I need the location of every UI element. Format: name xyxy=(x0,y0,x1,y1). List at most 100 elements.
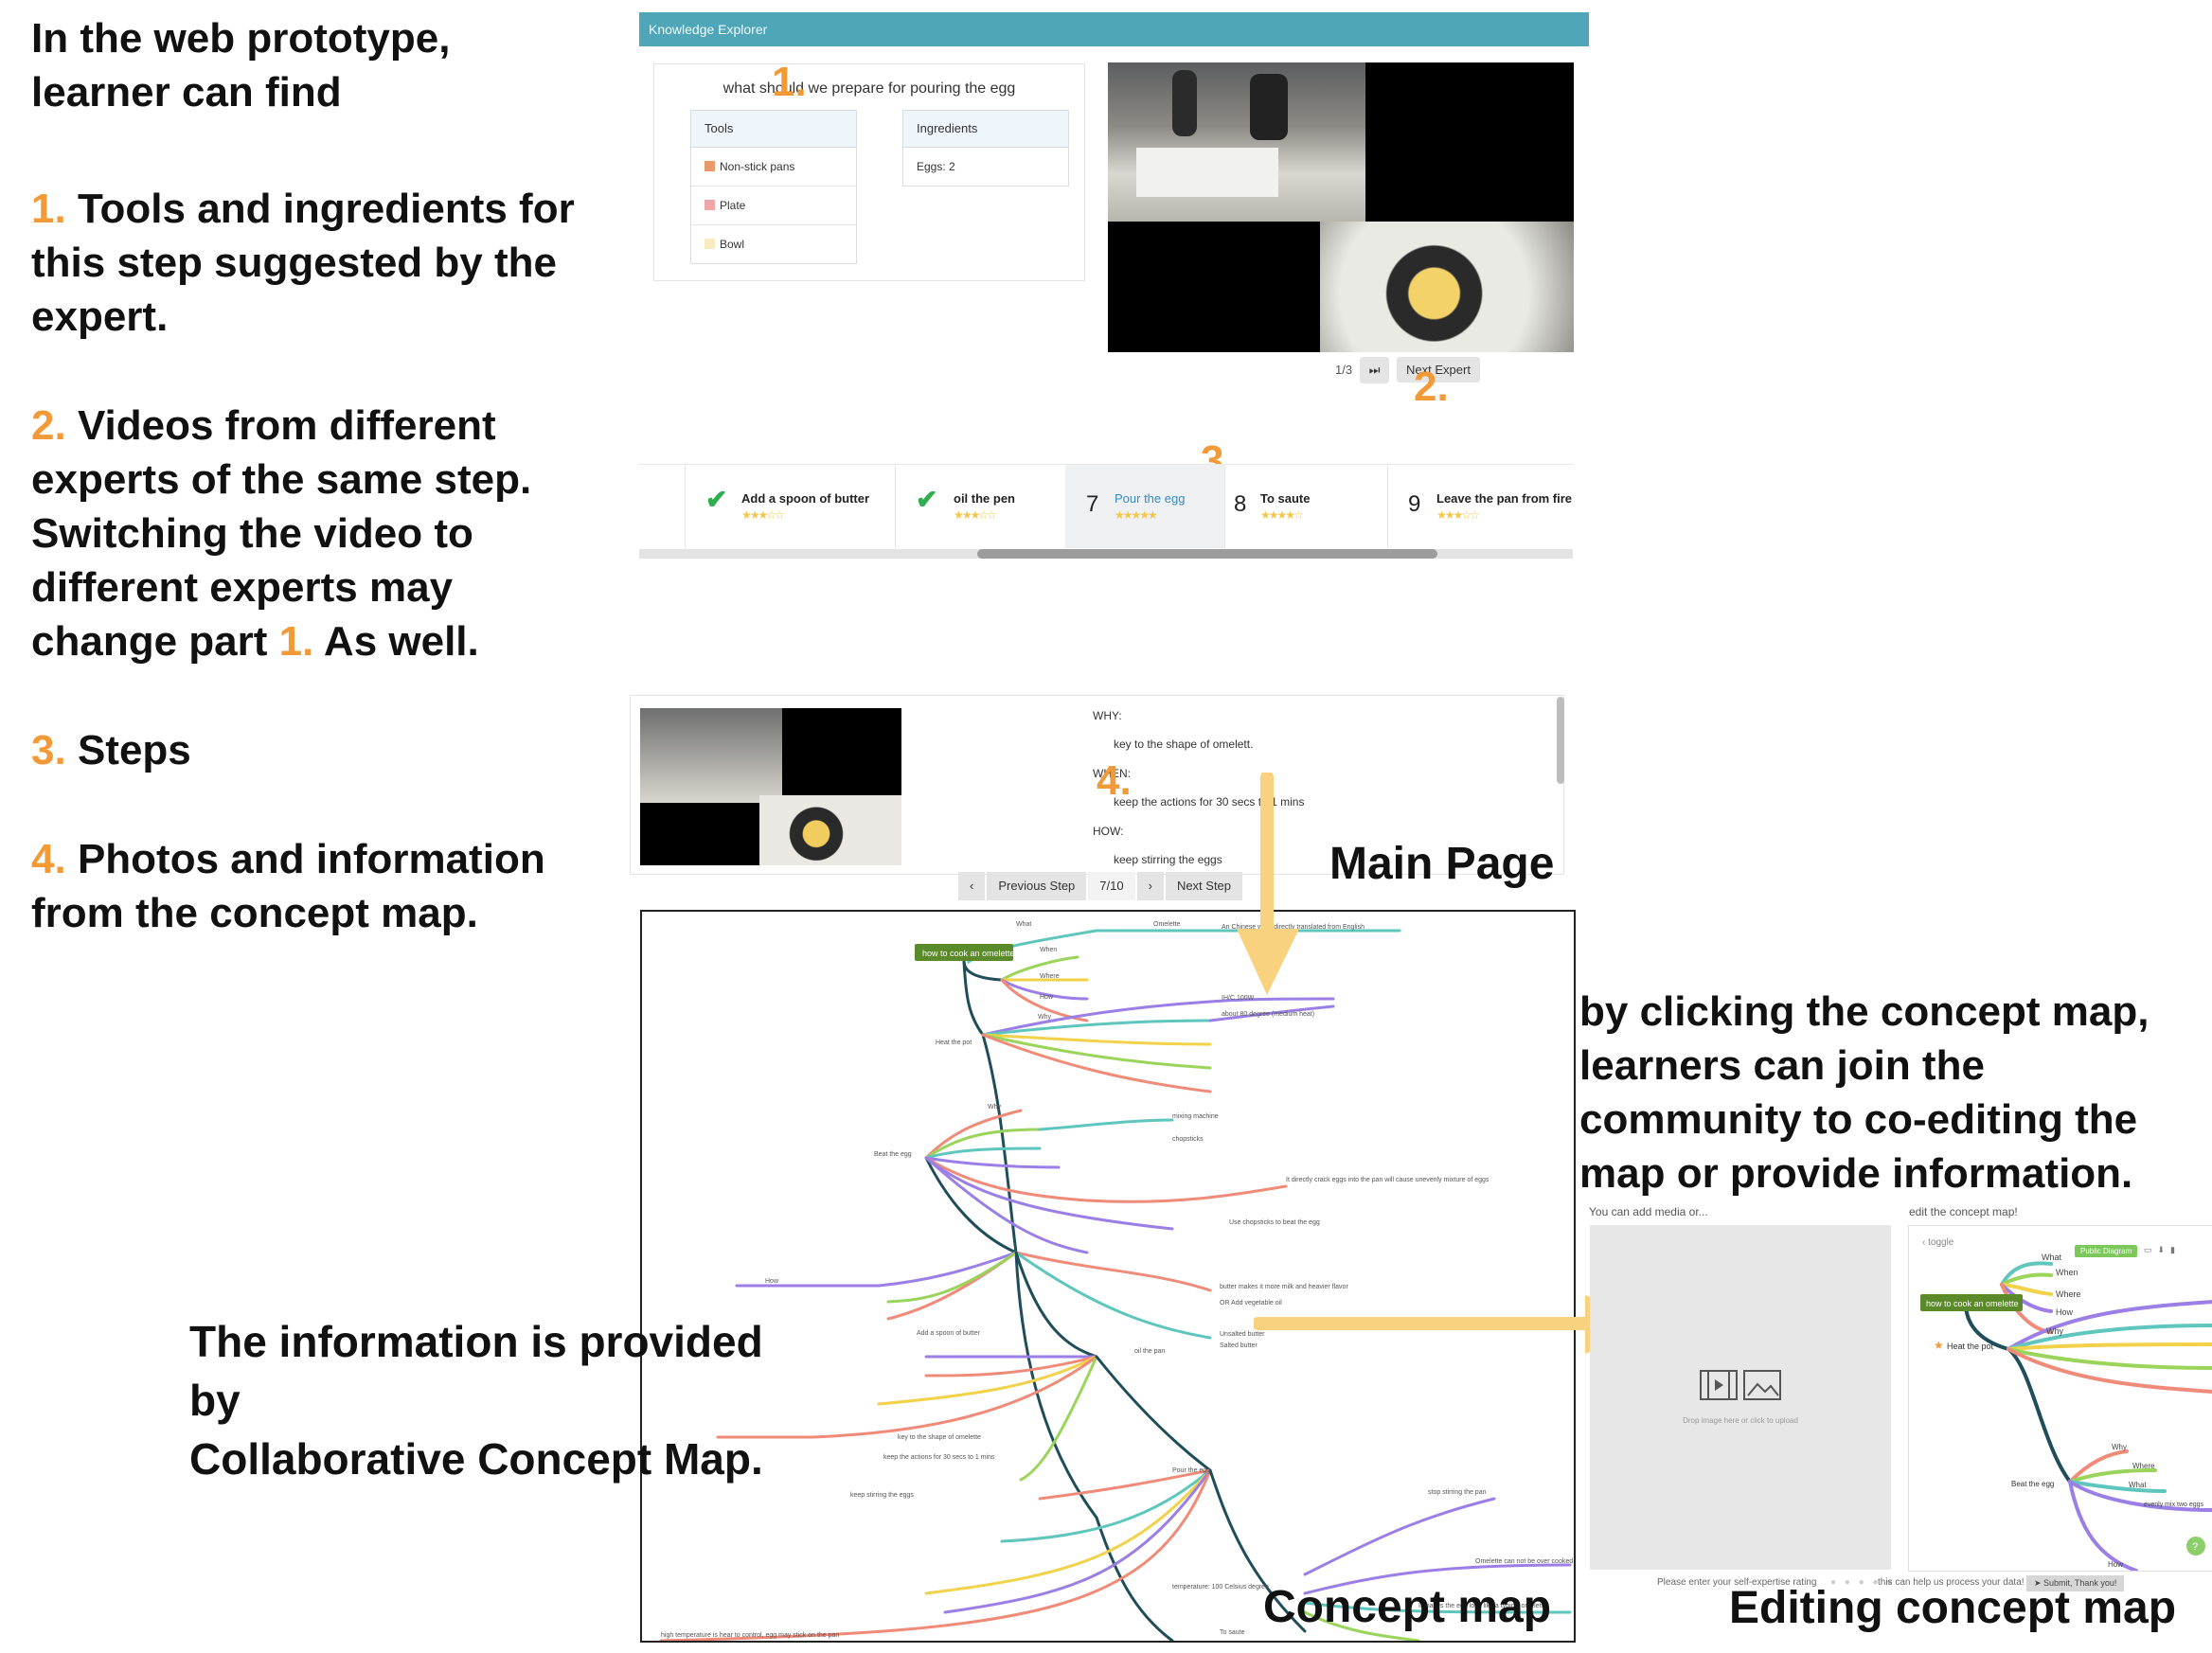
submit-button[interactable]: ➤ Submit, Thank you! xyxy=(2026,1575,2125,1591)
svg-text:Heat the pot: Heat the pot xyxy=(1947,1342,1994,1351)
editor-canvas[interactable]: how to cook an omelette What When Where … xyxy=(1909,1226,2212,1571)
clicking-line-4: map or provide information. xyxy=(1579,1150,2133,1197)
media-upload-area[interactable]: Drop image here or click to upload xyxy=(1590,1225,1891,1570)
svg-text:keep stirring the eggs: keep stirring the eggs xyxy=(850,1492,914,1499)
item-4-number: 4. xyxy=(31,836,66,882)
step-item-active[interactable]: 7 Pour the egg ★★★★★ xyxy=(1065,465,1225,548)
step-counter: 7/10 xyxy=(1088,872,1135,900)
svg-text:stop stirring the pan: stop stirring the pan xyxy=(1428,1489,1487,1496)
svg-text:How: How xyxy=(2108,1560,2123,1569)
intro-line-2: learner can find xyxy=(31,69,342,116)
item-1: 1. Tools and ingredients for this step s… xyxy=(31,182,618,344)
step-label: oil the pen xyxy=(954,491,1015,506)
svg-text:chopsticks: chopsticks xyxy=(1172,1136,1204,1143)
concept-root-node xyxy=(915,944,1013,961)
when-heading: WHEN: xyxy=(1093,767,1131,780)
intro-text: In the web prototype, learner can find xyxy=(31,11,618,119)
rating-dots[interactable]: ● ● ● ● ● xyxy=(1830,1577,1896,1588)
svg-text:Beat the egg: Beat the egg xyxy=(874,1151,912,1158)
tool-row[interactable]: Bowl xyxy=(691,225,856,263)
info-photo xyxy=(640,708,901,865)
svg-text:keep the actions for 30 secs t: keep the actions for 30 secs to 1 mins xyxy=(883,1454,995,1461)
concept-map[interactable]: how to cook an omelette What Omelette An… xyxy=(640,910,1576,1643)
step-bar: ✔ Add a spoon of butter ★★★☆☆ ✔ oil the … xyxy=(639,464,1573,560)
rating-stars: ★★★☆☆ xyxy=(741,508,785,522)
video-media-icon xyxy=(1700,1370,1781,1400)
item-4-line-2: from the concept map. xyxy=(31,890,478,936)
svg-text:When: When xyxy=(2056,1268,2078,1277)
svg-text:How: How xyxy=(1040,994,1054,1001)
step-item[interactable]: 8 To saute ★★★★☆ xyxy=(1224,465,1388,548)
svg-text:Why: Why xyxy=(2112,1443,2127,1451)
tool-row[interactable]: Non-stick pans xyxy=(691,148,856,187)
svg-text:Add a spoon of butter: Add a spoon of butter xyxy=(917,1330,981,1337)
previous-step-button[interactable]: Previous Step xyxy=(987,872,1087,900)
toggle-button[interactable]: ‹ toggle xyxy=(1922,1237,1954,1248)
next-step-button[interactable]: Next Step xyxy=(1165,872,1243,900)
step-label: Leave the pan from fire xyxy=(1436,491,1573,506)
editor-toolbar-icons[interactable]: ▭⬇▮ xyxy=(2144,1245,2181,1254)
video-view-room xyxy=(1108,62,1365,222)
tool-label: Plate xyxy=(720,199,746,212)
tool-color-swatch xyxy=(705,239,715,249)
step-item[interactable]: 9 Leave the pan from fire ★★★☆☆ xyxy=(1387,465,1573,548)
how-heading: HOW: xyxy=(1093,825,1124,838)
concept-map-editor[interactable]: ‹ toggle Public Diagram ▭⬇▮ how to cook … xyxy=(1908,1225,2212,1572)
public-diagram-badge[interactable]: Public Diagram xyxy=(2075,1245,2138,1257)
svg-text:What: What xyxy=(2042,1253,2062,1262)
item-4: 4. Photos and information from the conce… xyxy=(31,832,618,940)
intro-line-1: In the web prototype, xyxy=(31,15,451,62)
item-3: 3. Steps xyxy=(31,723,618,777)
step-label: To saute xyxy=(1260,491,1311,506)
item-2: 2. Videos from different experts of the … xyxy=(31,399,618,668)
svg-text:Beat the egg: Beat the egg xyxy=(2011,1480,2054,1488)
video-view-pan xyxy=(1320,222,1574,352)
rating-stars: ★★★★☆ xyxy=(1260,508,1304,522)
check-icon: ✔ xyxy=(916,485,938,514)
item-2-line-3: Switching the video to xyxy=(31,510,473,557)
chevron-right-icon[interactable]: › xyxy=(1136,872,1164,900)
step-item[interactable]: ✔ Add a spoon of butter ★★★☆☆ xyxy=(685,465,896,548)
star-icon: ★ xyxy=(1934,1339,1944,1352)
item-3-line-1: Steps xyxy=(77,727,191,773)
tool-label: Bowl xyxy=(720,238,745,251)
concept-map-canvas[interactable]: how to cook an omelette What Omelette An… xyxy=(642,912,1574,1641)
svg-text:Heat the pot: Heat the pot xyxy=(936,1040,972,1046)
next-expert-button[interactable]: Next Expert xyxy=(1397,357,1480,382)
skip-icon[interactable]: ⏭ xyxy=(1359,357,1390,383)
tool-row[interactable]: Plate xyxy=(691,187,856,225)
clicking-line-2: learners can join the xyxy=(1579,1042,1985,1089)
ingredient-row[interactable]: Eggs: 2 xyxy=(917,160,955,173)
step-label: Pour the egg xyxy=(1115,491,1186,506)
svg-text:temperature: 100 Celsius degre: temperature: 100 Celsius degree xyxy=(1172,1584,1269,1591)
item-1-line-1: Tools and ingredients for xyxy=(77,186,575,232)
tools-table: Tools Non-stick pans Plate Bowl xyxy=(690,110,857,264)
step-item[interactable]: ✔ oil the pen ★★★☆☆ xyxy=(895,465,1066,548)
step-number: 7 xyxy=(1086,491,1099,517)
svg-text:To saute: To saute xyxy=(1220,1629,1245,1636)
svg-text:?: ? xyxy=(2192,1541,2198,1553)
item-2-line-2: experts of the same step. xyxy=(31,456,532,503)
svg-text:Why: Why xyxy=(1038,1014,1052,1021)
editor-root-node xyxy=(1920,1294,2023,1311)
tools-header: Tools xyxy=(691,111,856,148)
chevron-left-icon[interactable]: ‹ xyxy=(958,872,986,900)
svg-text:Where: Where xyxy=(1040,973,1060,980)
tool-color-swatch xyxy=(705,200,715,210)
item-1-number: 1. xyxy=(31,186,66,232)
tool-color-swatch xyxy=(705,161,715,171)
marker-4: 4. xyxy=(1097,757,1132,804)
svg-text:Where: Where xyxy=(2132,1462,2155,1470)
item-4-line-1: Photos and information xyxy=(77,836,545,882)
rating-stars: ★★★☆☆ xyxy=(954,508,997,522)
step-scroll-thumb[interactable] xyxy=(977,549,1437,559)
edit-caption: edit the concept map! xyxy=(1909,1205,2018,1218)
expert-counter: 1/3 xyxy=(1335,363,1353,377)
concept-map-label: Concept map xyxy=(1263,1582,1552,1632)
rating-help-text: this can help us process your data! xyxy=(1878,1577,2025,1588)
expert-video[interactable] xyxy=(1108,62,1574,352)
help-icon xyxy=(2186,1537,2205,1555)
info-scrollbar[interactable] xyxy=(1557,697,1564,784)
when-text: keep the actions for 30 secs to 1 mins xyxy=(1114,795,1305,809)
svg-text:key to the shape of omelette: key to the shape of omelette xyxy=(898,1434,981,1441)
